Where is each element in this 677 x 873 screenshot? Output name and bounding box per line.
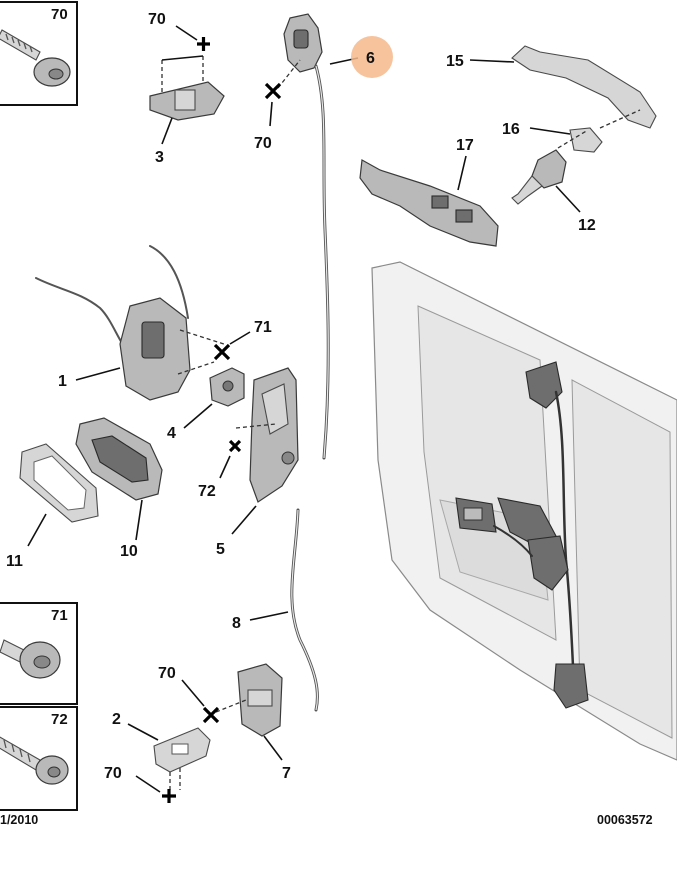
part-15-outer-handle bbox=[511, 45, 657, 129]
inset-box-screw-72: 72 bbox=[0, 706, 78, 811]
leader-3 bbox=[161, 117, 173, 145]
callout-71: 71 bbox=[254, 319, 272, 336]
callout-2: 2 bbox=[112, 711, 121, 728]
leader-15 bbox=[469, 59, 515, 63]
leader-70-lock bbox=[269, 101, 273, 127]
fixing-mark-70-lock bbox=[264, 82, 282, 100]
footer-reference: 00063572 bbox=[597, 813, 653, 827]
part-1-lock-mechanism bbox=[35, 245, 225, 401]
callout-6: 6 bbox=[366, 50, 375, 67]
part-7-latch bbox=[215, 663, 283, 737]
leader-72 bbox=[219, 455, 231, 479]
part-10-interior-handle bbox=[75, 417, 163, 501]
part-16-gasket bbox=[569, 127, 603, 153]
part-17-bracket bbox=[359, 159, 499, 247]
callout-17: 17 bbox=[456, 137, 474, 154]
part-6-lock-cable bbox=[277, 13, 330, 460]
leader-2 bbox=[127, 723, 159, 741]
fixing-mark-70-plate bbox=[175, 25, 210, 51]
callout-70-plate: 70 bbox=[148, 11, 166, 28]
inset-box-screw-70: 70 bbox=[0, 1, 78, 106]
callout-16: 16 bbox=[502, 121, 520, 138]
leader-5 bbox=[231, 505, 257, 535]
callout-70-lock: 70 bbox=[254, 135, 272, 152]
inset-box-71-label: 71 bbox=[51, 607, 68, 624]
part-11-bezel bbox=[19, 443, 99, 523]
callout-1: 1 bbox=[58, 373, 67, 390]
callout-10: 10 bbox=[120, 543, 138, 560]
part-12-cylinder bbox=[511, 129, 589, 205]
part-8-rod bbox=[290, 508, 319, 712]
inset-box-label: 70 bbox=[51, 6, 68, 23]
callout-12: 12 bbox=[578, 217, 596, 234]
leader-70-striker bbox=[135, 775, 161, 793]
footer-date: 1/2010 bbox=[0, 813, 38, 827]
part-2-striker bbox=[153, 727, 211, 790]
callout-70-striker: 70 bbox=[104, 765, 122, 782]
callout-11: 11 bbox=[6, 553, 23, 570]
fixing-mark-72 bbox=[228, 439, 242, 453]
leader-7 bbox=[263, 735, 283, 761]
callout-15: 15 bbox=[446, 53, 464, 70]
screw-70-icon bbox=[0, 29, 71, 87]
leader-4 bbox=[183, 403, 213, 429]
leader-10 bbox=[135, 499, 143, 541]
inset-box-72-label: 72 bbox=[51, 711, 68, 728]
door-panel-illustration bbox=[371, 261, 677, 761]
callout-3: 3 bbox=[155, 149, 164, 166]
part-5-interior-release bbox=[235, 367, 299, 503]
inset-box-screw-71: 71 bbox=[0, 602, 78, 705]
fixing-mark-70-striker bbox=[162, 789, 176, 803]
part-4-bracket bbox=[209, 367, 245, 407]
screw-71-icon bbox=[0, 639, 61, 679]
callout-4: 4 bbox=[167, 425, 176, 442]
leader-8 bbox=[249, 611, 289, 621]
callout-7: 7 bbox=[282, 765, 291, 782]
screw-72-icon bbox=[0, 736, 69, 785]
callout-6-highlight bbox=[351, 36, 393, 78]
leader-1 bbox=[75, 367, 121, 381]
leader-16 bbox=[529, 127, 571, 135]
callout-8: 8 bbox=[232, 615, 241, 632]
fixing-mark-71 bbox=[213, 331, 251, 361]
callout-70-latch: 70 bbox=[158, 665, 176, 682]
leader-11 bbox=[27, 513, 47, 547]
fixing-mark-70-latch bbox=[202, 706, 220, 724]
part-3-plate bbox=[149, 55, 225, 121]
callout-5: 5 bbox=[216, 541, 225, 558]
leader-12 bbox=[555, 185, 581, 213]
leader-70-latch bbox=[181, 679, 205, 707]
leader-17 bbox=[457, 155, 467, 191]
callout-72: 72 bbox=[198, 483, 216, 500]
